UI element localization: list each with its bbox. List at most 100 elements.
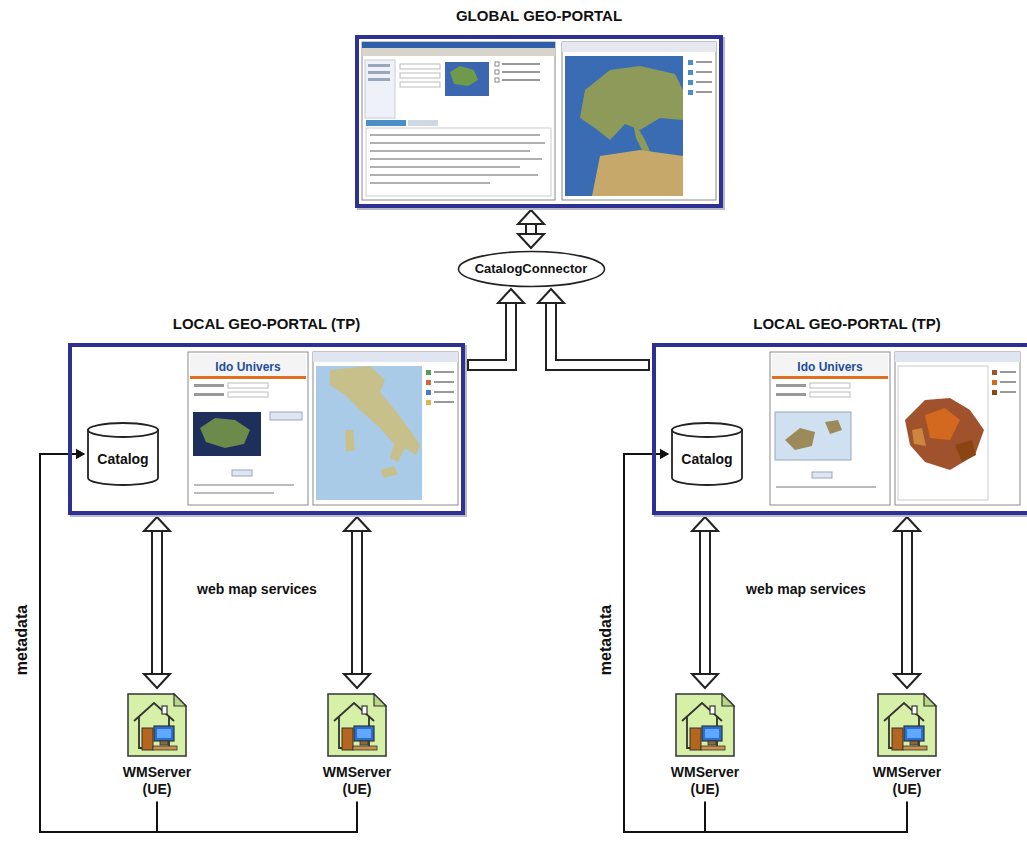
server-icon — [122, 690, 192, 760]
connector — [518, 210, 544, 248]
pc-tower — [690, 728, 701, 750]
hollow-arrow-outline — [151, 529, 163, 676]
arrow-head — [76, 449, 85, 459]
server-node: WMServer (UE) — [660, 690, 750, 798]
pc-screen — [907, 729, 921, 738]
label-holder: metadata — [12, 590, 32, 690]
catalog-cylinder: Catalog — [671, 422, 743, 486]
arrow-head — [894, 517, 920, 531]
heading-holder: GLOBAL GEO-PORTAL — [299, 7, 779, 25]
metadata-line — [624, 454, 907, 832]
portal-heading: GLOBAL GEO-PORTAL — [456, 7, 622, 24]
hollow-arrow-outline — [901, 529, 913, 676]
server-label: WMServer (UE) — [867, 764, 947, 798]
arrow-head — [660, 449, 669, 459]
page-fold — [174, 694, 186, 706]
label-holder: Ido Univers — [190, 357, 306, 375]
page-shape — [676, 694, 734, 756]
pc-keyboard — [353, 746, 377, 750]
hollow-arrow-fill — [903, 529, 911, 676]
server-icon — [872, 690, 942, 760]
label-holder: web map services — [726, 580, 886, 598]
hollow-arrow-outline — [699, 529, 711, 676]
arrow-head — [76, 449, 85, 459]
arrow-head — [518, 234, 544, 248]
catalog-cylinder: Catalog — [87, 422, 159, 486]
portal-heading: LOCAL GEO-PORTAL (TP) — [173, 315, 361, 332]
connector-ellipse: CatalogConnector — [457, 250, 606, 288]
metadata-label: metadata — [13, 605, 30, 675]
arrow-head — [144, 674, 170, 688]
arrow-head — [518, 210, 544, 224]
pc-screen — [705, 729, 719, 738]
pc-keyboard — [701, 746, 725, 750]
connector-label: CatalogConnector — [475, 261, 588, 277]
hollow-arrow-outline — [351, 529, 363, 676]
link-label: web map services — [746, 581, 866, 597]
connector — [344, 517, 370, 688]
arrow-head — [498, 289, 524, 303]
connector — [692, 517, 718, 688]
house-roof — [682, 703, 722, 721]
arrow-head — [538, 289, 564, 303]
house-roof — [884, 703, 924, 721]
hollow-arrow-fill — [701, 529, 709, 676]
house-chimney — [362, 706, 367, 714]
pc-screen — [357, 729, 371, 738]
house-chimney — [710, 706, 715, 714]
page-shape — [128, 694, 186, 756]
arrow-head — [894, 674, 920, 688]
connector — [538, 289, 650, 365]
pc-screen — [157, 729, 171, 738]
link-label: web map services — [197, 581, 317, 597]
server-node: WMServer (UE) — [862, 690, 952, 798]
hollow-arrow-fill — [153, 529, 161, 676]
pc-monitor — [154, 726, 174, 741]
server-label: WMServer (UE) — [665, 764, 745, 798]
cylinder-top — [672, 423, 742, 437]
web-form-screenshot — [362, 42, 555, 200]
house-chimney — [162, 706, 167, 714]
pc-monitor — [354, 726, 374, 741]
page-fold — [374, 694, 386, 706]
portal-heading: LOCAL GEO-PORTAL (TP) — [753, 315, 941, 332]
pc-stand — [160, 741, 168, 745]
page-fold — [924, 694, 936, 706]
logo-text: Ido Univers — [797, 360, 862, 374]
page-fold — [722, 694, 734, 706]
logo-text: Ido Univers — [215, 360, 280, 374]
pc-monitor — [702, 726, 722, 741]
pc-stand — [708, 741, 716, 745]
label-holder: metadata — [596, 590, 616, 690]
island-map-screenshot — [895, 352, 1020, 505]
cylinder-top — [88, 423, 158, 437]
arrow-head — [692, 517, 718, 531]
catalog-label: Catalog — [97, 451, 148, 468]
heading-holder: LOCAL GEO-PORTAL (TP) — [596, 315, 1027, 333]
italy-map-screenshot — [313, 352, 458, 505]
arrow-head — [344, 517, 370, 531]
arrow-head — [692, 674, 718, 688]
hollow-arrow-fill — [469, 301, 511, 365]
global-portal-box: GLOBAL GEO-PORTAL — [355, 35, 723, 208]
europe-map-screenshot — [562, 42, 716, 200]
arrow-head — [344, 674, 370, 688]
label-holder: Ido Univers — [772, 357, 888, 375]
catalog-screenshot — [188, 352, 308, 505]
pc-stand — [910, 741, 918, 745]
hollow-arrow-fill — [551, 301, 648, 365]
house-chimney — [912, 706, 917, 714]
house-roof — [334, 703, 374, 721]
hollow-arrow-fill — [353, 529, 361, 676]
connector — [894, 517, 920, 688]
pc-stand — [360, 741, 368, 745]
heading-holder: LOCAL GEO-PORTAL (TP) — [12, 315, 521, 333]
arrow-head — [144, 517, 170, 531]
hollow-arrow-outline — [467, 301, 511, 365]
page-shape — [878, 694, 936, 756]
server-icon — [670, 690, 740, 760]
ellipse-shape — [458, 252, 604, 287]
server-node: WMServer (UE) — [112, 690, 202, 798]
metadata-line — [40, 454, 357, 832]
